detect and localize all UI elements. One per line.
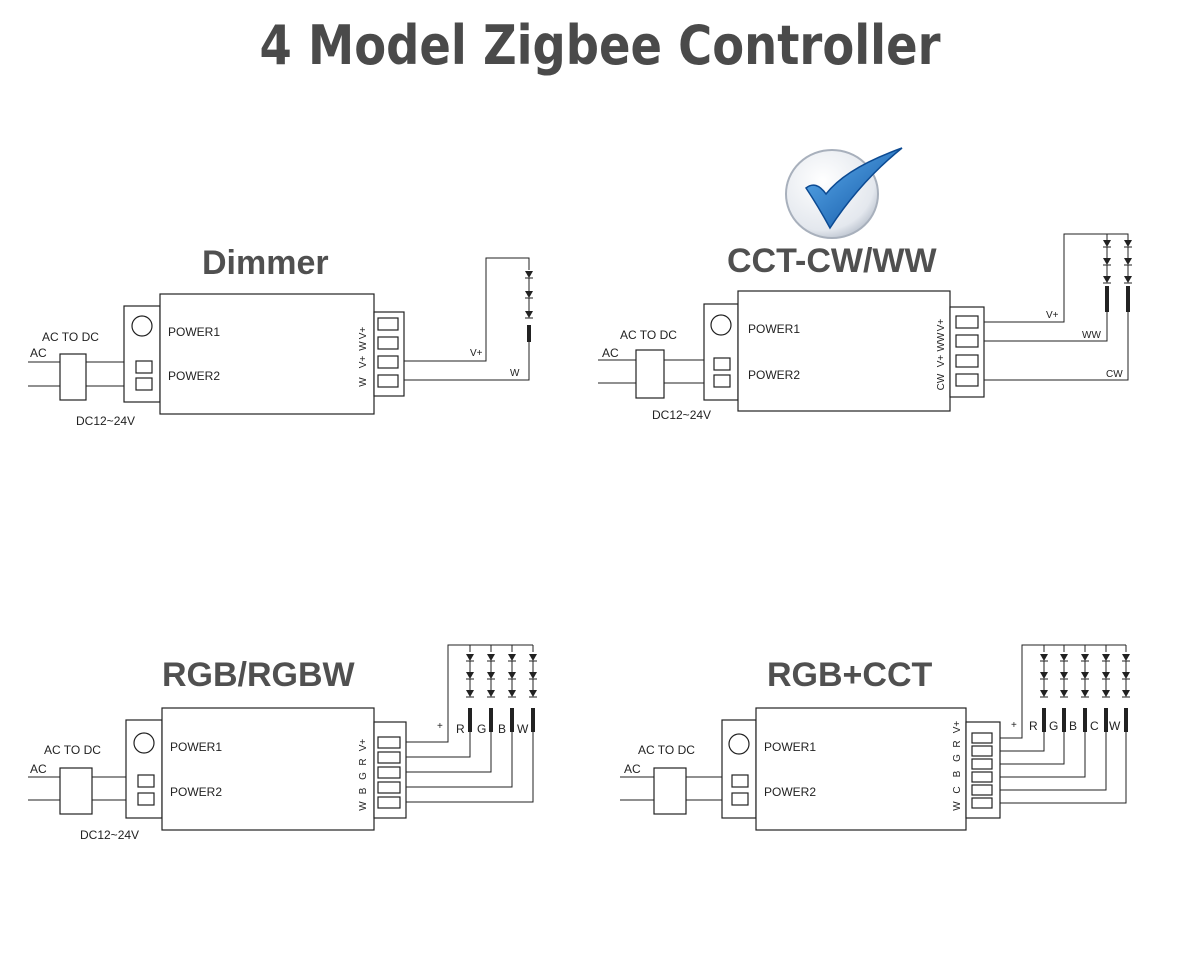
rgbw-wire-label: B bbox=[498, 722, 506, 736]
dimmer-ac-to-dc-label: AC TO DC bbox=[42, 330, 99, 344]
rgbw-terminal-label: R bbox=[358, 758, 369, 765]
rgbw-wire-label: G bbox=[477, 722, 486, 736]
dimmer-button bbox=[131, 315, 153, 337]
rgbcct-terminal-label: C bbox=[952, 786, 963, 793]
rgbcct-wire-label: B bbox=[1069, 719, 1077, 733]
dimmer-ac-label: AC bbox=[30, 346, 47, 360]
rgbcct-terminal-label: V+ bbox=[952, 721, 963, 734]
rgbcct-ac-to-dc-label: AC TO DC bbox=[638, 743, 695, 757]
rgbw-ac-to-dc-label: AC TO DC bbox=[44, 743, 101, 757]
dimmer-diagram: AC TO DC AC DC12~24V POWER1 POWER2 V+ W … bbox=[28, 257, 534, 428]
rgbcct-terminal-label: G bbox=[952, 754, 963, 762]
cct-ac-to-dc-label: AC TO DC bbox=[620, 328, 677, 342]
rgbw-ac-label: AC bbox=[30, 762, 47, 776]
cct-power-adapter bbox=[635, 349, 665, 399]
rgbcct-terminal-label: B bbox=[952, 770, 963, 777]
cct-button bbox=[710, 314, 732, 336]
cct-controller-box bbox=[737, 290, 951, 412]
rgbw-power2-label: POWER2 bbox=[170, 785, 222, 799]
rgbcct-power1-label: POWER1 bbox=[764, 740, 816, 754]
rgbw-diagram: AC TO DC AC DC12~24V POWER1 POWER2 V+ R … bbox=[28, 644, 538, 842]
rgbw-terminal-label: B bbox=[358, 787, 369, 794]
dimmer-wire-label: V+ bbox=[470, 348, 483, 359]
rgbcct-wire-label: G bbox=[1049, 719, 1058, 733]
dimmer-terminal-label: W bbox=[358, 377, 369, 387]
dimmer-power1-label: POWER1 bbox=[168, 325, 220, 339]
rgbw-power1-label: POWER1 bbox=[170, 740, 222, 754]
dimmer-terminal-label: V+ bbox=[358, 356, 369, 369]
cct-terminal-label: V+ bbox=[936, 355, 947, 368]
cct-power2-label: POWER2 bbox=[748, 368, 800, 382]
cct-terminal-label: WW bbox=[936, 332, 947, 351]
cct-diagram: AC TO DC AC DC12~24V POWER1 POWER2 V+ WW… bbox=[598, 147, 1133, 422]
dimmer-power-adapter bbox=[59, 353, 87, 401]
rgbw-terminal-label: W bbox=[358, 801, 369, 811]
rgbcct-diagram: AC TO DC AC POWER1 POWER2 V+ R G B C W bbox=[620, 644, 1131, 831]
rgbcct-ac-label: AC bbox=[624, 762, 641, 776]
rgbcct-controller-box bbox=[755, 707, 967, 831]
rgbcct-wire-label: R bbox=[1029, 719, 1038, 733]
dimmer-wire-label: W bbox=[510, 368, 520, 379]
page-title: 4 Model Zigbee Controller bbox=[259, 14, 941, 77]
check-mark-icon bbox=[785, 147, 903, 239]
rgbw-dc-label: DC12~24V bbox=[80, 828, 139, 842]
cct-wire-label: CW bbox=[1106, 369, 1123, 380]
rgbw-power-adapter bbox=[59, 767, 93, 815]
rgbcct-power-adapter bbox=[653, 767, 687, 815]
dimmer-controller-box bbox=[159, 293, 375, 415]
dimmer-terminal-label: W bbox=[358, 341, 369, 351]
cct-terminal-label: CW bbox=[936, 373, 947, 390]
rgbw-wire-label: + bbox=[437, 721, 443, 732]
dimmer-dc-label: DC12~24V bbox=[76, 414, 135, 428]
rgbcct-wire-label: C bbox=[1090, 719, 1099, 733]
rgbw-terminal-label: V+ bbox=[358, 739, 369, 752]
rgbw-controller-box bbox=[161, 707, 375, 831]
rgbw-title: RGB/RGBW bbox=[162, 656, 355, 694]
rgbw-wire-label: W bbox=[517, 722, 529, 736]
cct-power1-label: POWER1 bbox=[748, 322, 800, 336]
dimmer-title: Dimmer bbox=[202, 244, 329, 282]
cct-title: CCT-CW/WW bbox=[727, 242, 937, 280]
rgbcct-title: RGB+CCT bbox=[767, 656, 933, 694]
rgbw-terminal-label: G bbox=[358, 772, 369, 780]
rgbcct-terminal-label: R bbox=[952, 740, 963, 747]
rgbw-button bbox=[133, 732, 155, 754]
cct-wire-label: WW bbox=[1082, 330, 1101, 341]
cct-terminal-label: V+ bbox=[936, 319, 947, 332]
dimmer-power2-label: POWER2 bbox=[168, 369, 220, 383]
rgbcct-power2-label: POWER2 bbox=[764, 785, 816, 799]
cct-wire-label: V+ bbox=[1046, 310, 1059, 321]
rgbw-wire-label: R bbox=[456, 722, 465, 736]
cct-ac-label: AC bbox=[602, 346, 619, 360]
cct-dc-label: DC12~24V bbox=[652, 408, 711, 422]
rgbcct-terminal-label: W bbox=[952, 801, 963, 811]
rgbcct-wire-label: + bbox=[1011, 720, 1017, 731]
rgbcct-button bbox=[728, 733, 750, 755]
rgbcct-wire-label: W bbox=[1109, 719, 1121, 733]
dimmer-terminal-label: V+ bbox=[358, 327, 369, 340]
